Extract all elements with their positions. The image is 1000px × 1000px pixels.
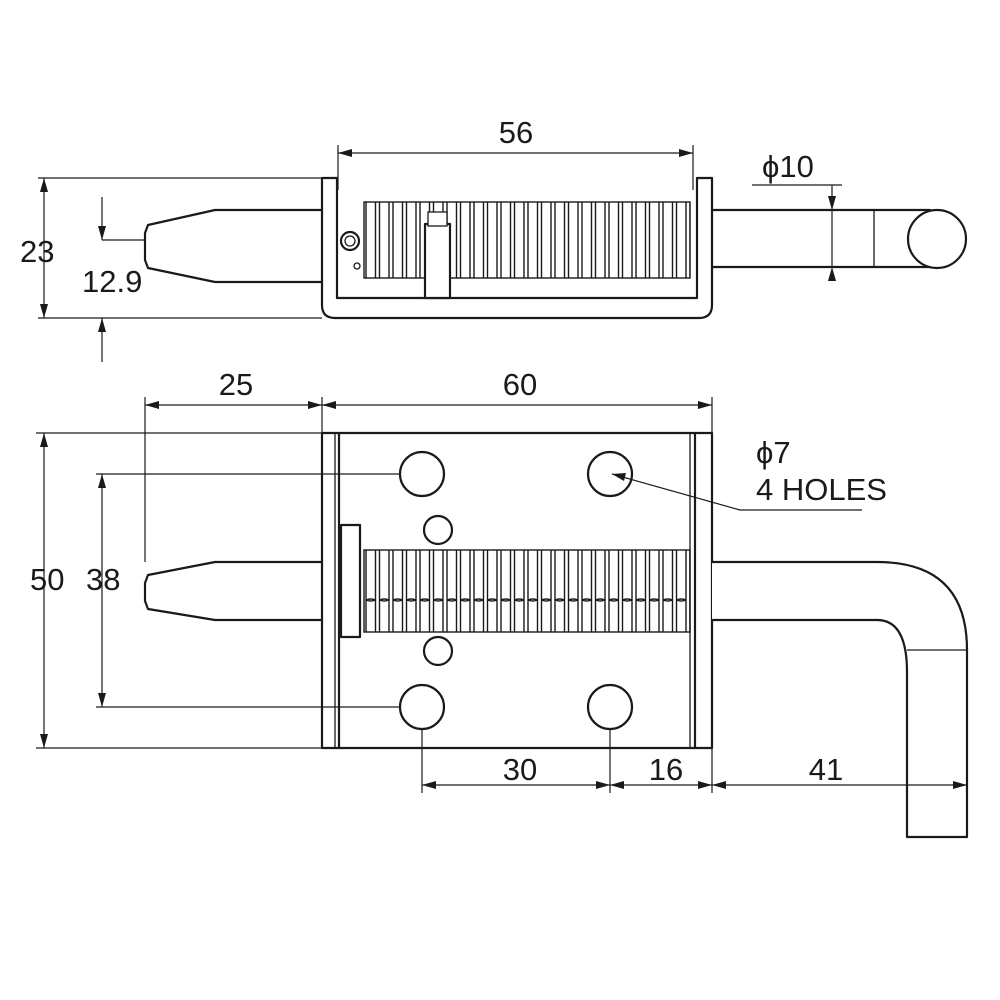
top-small-hole bbox=[353, 262, 361, 270]
bottom-view bbox=[143, 431, 969, 839]
top-right-pin bbox=[710, 208, 932, 269]
mounting-hole bbox=[398, 450, 446, 498]
dim-label-phi7: ϕ7 bbox=[756, 435, 791, 470]
top-collar-tab bbox=[427, 211, 448, 227]
mounting-hole bbox=[586, 683, 634, 731]
top-collar bbox=[423, 222, 452, 300]
top-housing bbox=[320, 176, 714, 320]
dim-label-41: 41 bbox=[809, 752, 843, 787]
top-view bbox=[143, 176, 968, 320]
dim-label-30: 30 bbox=[503, 752, 537, 787]
dim-label-16: 16 bbox=[649, 752, 683, 787]
dim-label-60: 60 bbox=[503, 367, 537, 402]
small-hole bbox=[422, 514, 454, 546]
mounting-hole bbox=[586, 450, 634, 498]
bottom-spring bbox=[363, 549, 691, 633]
dim-label-38: 38 bbox=[86, 562, 120, 597]
dim-label-4-holes: 4 HOLES bbox=[756, 472, 887, 507]
dim-label-12-9: 12.9 bbox=[82, 264, 142, 299]
mounting-hole bbox=[398, 683, 446, 731]
dimension-lines bbox=[36, 145, 968, 793]
small-hole bbox=[422, 635, 454, 667]
top-left-pin bbox=[143, 208, 324, 284]
bottom-collar bbox=[339, 523, 362, 639]
dim-label-56: 56 bbox=[499, 115, 533, 150]
dim-label-23: 23 bbox=[20, 234, 54, 269]
top-rivet-inner bbox=[344, 235, 356, 247]
dim-label-phi10: ϕ10 bbox=[762, 149, 814, 184]
dim-label-25: 25 bbox=[219, 367, 253, 402]
bottom-left-pin bbox=[143, 560, 324, 622]
dim-label-50: 50 bbox=[30, 562, 64, 597]
dimension-labels: 56 ϕ10 23 12.9 25 60 ϕ7 4 HOLES 50 38 30… bbox=[20, 115, 887, 787]
top-rivet bbox=[339, 230, 361, 252]
handle bbox=[710, 560, 969, 839]
top-spring bbox=[363, 201, 691, 279]
top-handle-end bbox=[906, 208, 968, 270]
